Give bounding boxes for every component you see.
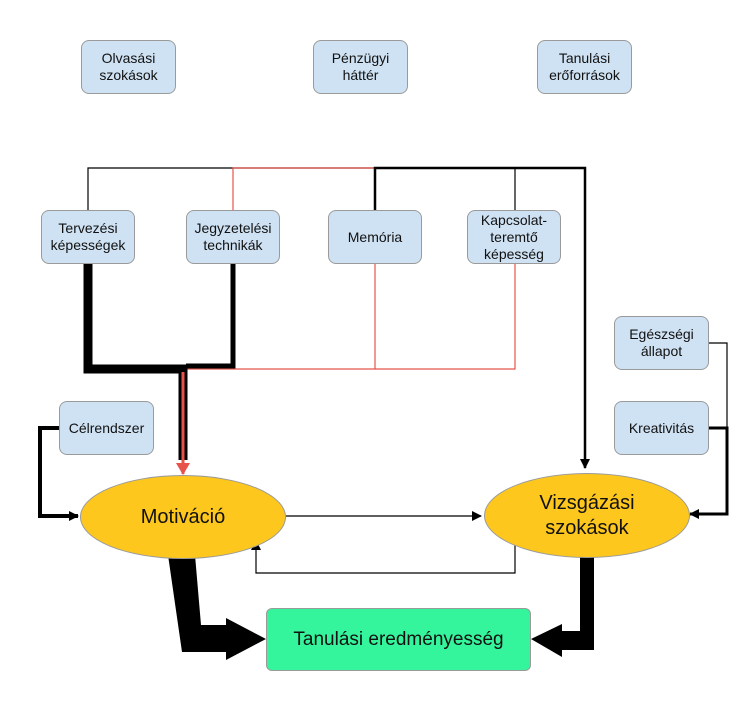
celrendszer-to-motivacio-arrow <box>38 426 79 521</box>
top-connector-thin <box>87 167 516 210</box>
node-tervezesi-kepessegek: Tervezési képességek <box>41 210 135 264</box>
memoria-red-line <box>185 263 376 370</box>
node-motivacio: Motiváció <box>80 475 286 559</box>
node-penzugyi-hatter: Pénzügyi háttér <box>313 40 408 94</box>
kapcsolat-red-line <box>375 263 516 370</box>
node-jegyzetelesi-technikak: Jegyzetelési technikák <box>186 210 280 264</box>
node-tanulasi-eroforrasok: Tanulási erőforrások <box>537 40 632 94</box>
top-connector-red <box>232 167 375 210</box>
node-egeszsegi-allapot: Egészségi állapot <box>614 316 709 370</box>
jegyzetelesi-to-motivacio-line <box>186 263 236 369</box>
node-kapcsolatteremto-kepesseg: Kapcsolat- teremtő képesség <box>467 210 561 264</box>
node-tanulasi-eredmenyesseg: Tanulási eredményesség <box>266 608 531 671</box>
vizsgazasi-to-eredmenyesseg-arrow <box>531 555 594 657</box>
egeszsegi-line <box>709 342 728 428</box>
motivacio-to-eredmenyesseg-arrow <box>168 555 266 660</box>
kreativitas-to-vizsgazasi-arrow <box>689 426 729 519</box>
node-celrendszer: Célrendszer <box>59 401 154 455</box>
node-olvasasi-szokasok: Olvasási szokások <box>81 40 176 94</box>
node-kreativitas: Kreativitás <box>614 401 709 455</box>
node-memoria: Memória <box>328 210 422 264</box>
memoria-to-vizsgazasi-arrow <box>373 166 590 469</box>
node-vizsgazasi-szokasok: Vizsgázási szokások <box>484 473 690 558</box>
vizsgazasi-to-motivacio-arrow <box>251 540 516 574</box>
